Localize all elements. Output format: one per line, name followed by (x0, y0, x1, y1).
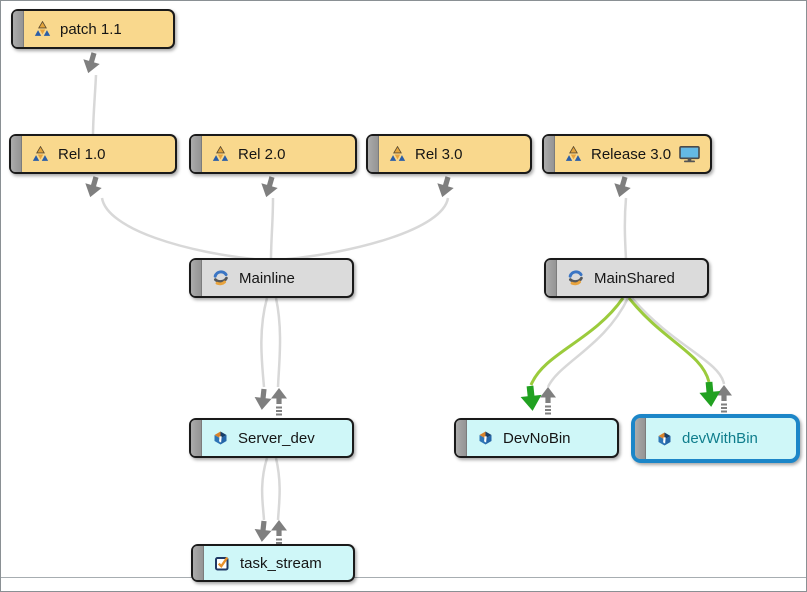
promote-up-arrow-icon (271, 388, 287, 416)
stream-node-devwithbin[interactable]: devWithBin (631, 414, 800, 463)
stream-label: MainShared (594, 269, 675, 287)
stream-label: Server_dev (238, 429, 315, 447)
node-grip (635, 418, 646, 459)
stream-label: Rel 3.0 (415, 145, 463, 163)
edge-release3-mainshared (623, 197, 628, 260)
release-stream-icon (565, 146, 582, 162)
node-grip (191, 420, 202, 456)
stream-node-rel-2-0[interactable]: Rel 2.0 (189, 134, 357, 174)
down-arrow-icon (261, 176, 278, 198)
dev-stream-icon (656, 431, 673, 447)
edge-mainline-serverdev-down (260, 297, 269, 388)
edge-rel1-mainline (100, 197, 264, 262)
edge-mainshared-devwithbin-up (631, 297, 726, 385)
node-grip (544, 136, 555, 172)
node-grip (13, 11, 24, 47)
mainline-stream-icon (212, 269, 230, 287)
stream-label: devWithBin (682, 430, 758, 447)
stream-node-release-3-0[interactable]: Release 3.0 (542, 134, 712, 174)
node-grip (456, 420, 467, 456)
edge-mainshared-devwithbin-promote (627, 297, 711, 383)
edge-rel2-mainline (269, 197, 275, 260)
stream-label: patch 1.1 (60, 20, 122, 38)
stream-node-rel-3-0[interactable]: Rel 3.0 (366, 134, 532, 174)
release-stream-icon (389, 146, 406, 162)
node-grip (11, 136, 22, 172)
mainline-stream-icon (567, 269, 585, 287)
node-grip (191, 260, 202, 296)
dev-stream-icon (212, 430, 229, 446)
stream-node-devnobin[interactable]: DevNoBin (454, 418, 619, 458)
edge-serverdev-taskstream-up (274, 457, 281, 521)
stream-label: Rel 2.0 (238, 145, 286, 163)
node-grip (193, 546, 204, 580)
stream-label: Release 3.0 (591, 145, 672, 163)
stream-label: DevNoBin (503, 429, 571, 447)
down-arrow-icon (85, 176, 102, 198)
stream-label: task_stream (240, 554, 322, 572)
stream-node-mainline[interactable]: Mainline (189, 258, 354, 298)
edge-rel3-mainline (278, 197, 450, 262)
down-arrow-icon (83, 52, 100, 74)
stream-node-server-dev[interactable]: Server_dev (189, 418, 354, 458)
release-stream-icon (32, 146, 49, 162)
edge-mainshared-devnobin-promote (529, 297, 625, 386)
node-grip (546, 260, 557, 296)
stream-node-mainshared[interactable]: MainShared (544, 258, 709, 298)
canvas-bottom-divider (1, 577, 806, 578)
release-stream-icon (34, 21, 51, 37)
down-arrow-icon (437, 176, 454, 198)
update-down-arrow-icon (254, 520, 272, 542)
stream-node-rel-1-0[interactable]: Rel 1.0 (9, 134, 177, 174)
promote-green-arrow-icon (699, 381, 721, 407)
monitor-icon (679, 145, 700, 163)
promote-up-arrow-icon (540, 387, 556, 415)
release-stream-icon (212, 146, 229, 162)
stream-node-task-stream[interactable]: task_stream (191, 544, 355, 582)
promote-green-arrow-icon (520, 385, 542, 411)
edge-patch-rel1 (91, 74, 98, 136)
stream-label: Mainline (239, 269, 295, 287)
dev-stream-icon (477, 430, 494, 446)
edge-serverdev-taskstream-down (260, 457, 269, 521)
task-stream-icon (214, 555, 231, 571)
promote-up-arrow-icon (271, 520, 287, 548)
down-arrow-icon (614, 176, 631, 198)
stream-label: Rel 1.0 (58, 145, 106, 163)
update-down-arrow-icon (254, 388, 272, 410)
edge-mainshared-devnobin-up (546, 297, 630, 388)
node-grip (368, 136, 379, 172)
promote-up-arrow-icon (716, 385, 732, 413)
edge-mainline-serverdev-up (274, 297, 282, 388)
node-grip (191, 136, 202, 172)
stream-node-patch-1-1[interactable]: patch 1.1 (11, 9, 175, 49)
